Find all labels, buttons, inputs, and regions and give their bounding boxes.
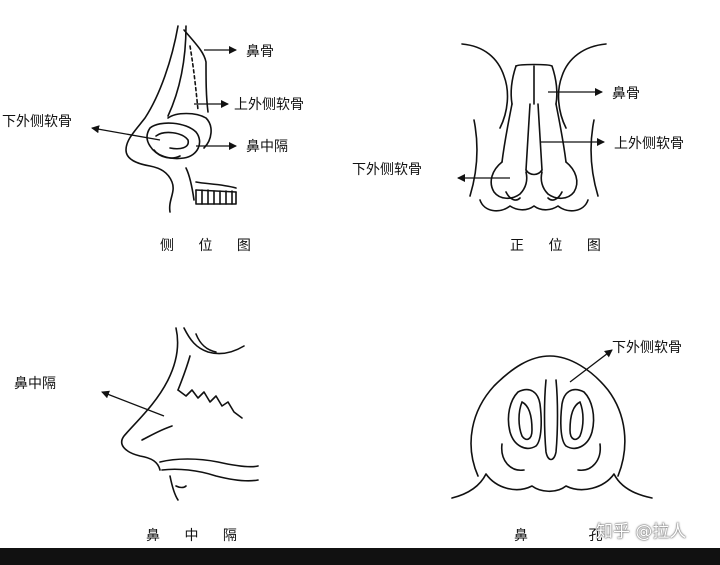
nose-anatomy-diagram [0,0,720,548]
caption-septum: 鼻 中 隔 [146,528,247,544]
label-lower-lateral-cartilage: 下外侧软骨 [612,340,682,356]
label-upper-lateral-cartilage: 上外侧软骨 [614,136,684,152]
label-septum: 鼻中隔 [246,139,288,155]
side-view-drawing [126,26,236,212]
label-septum: 鼻中隔 [14,376,56,392]
label-nasal-bone: 鼻骨 [612,86,640,102]
septum-drawing [122,328,258,500]
caption-front-view: 正 位 图 [510,238,611,254]
label-upper-lateral-cartilage: 上外侧软骨 [234,97,304,113]
nostril-drawing [452,356,652,498]
label-lower-lateral-cartilage: 下外侧软骨 [2,114,72,130]
bottom-bar [0,548,720,565]
front-view-drawing [462,44,606,211]
label-lower-lateral-cartilage: 下外侧软骨 [352,162,422,178]
watermark: 知乎 @拉人 [596,522,686,542]
caption-side-view: 侧 位 图 [160,238,261,254]
label-nasal-bone: 鼻骨 [246,44,274,60]
